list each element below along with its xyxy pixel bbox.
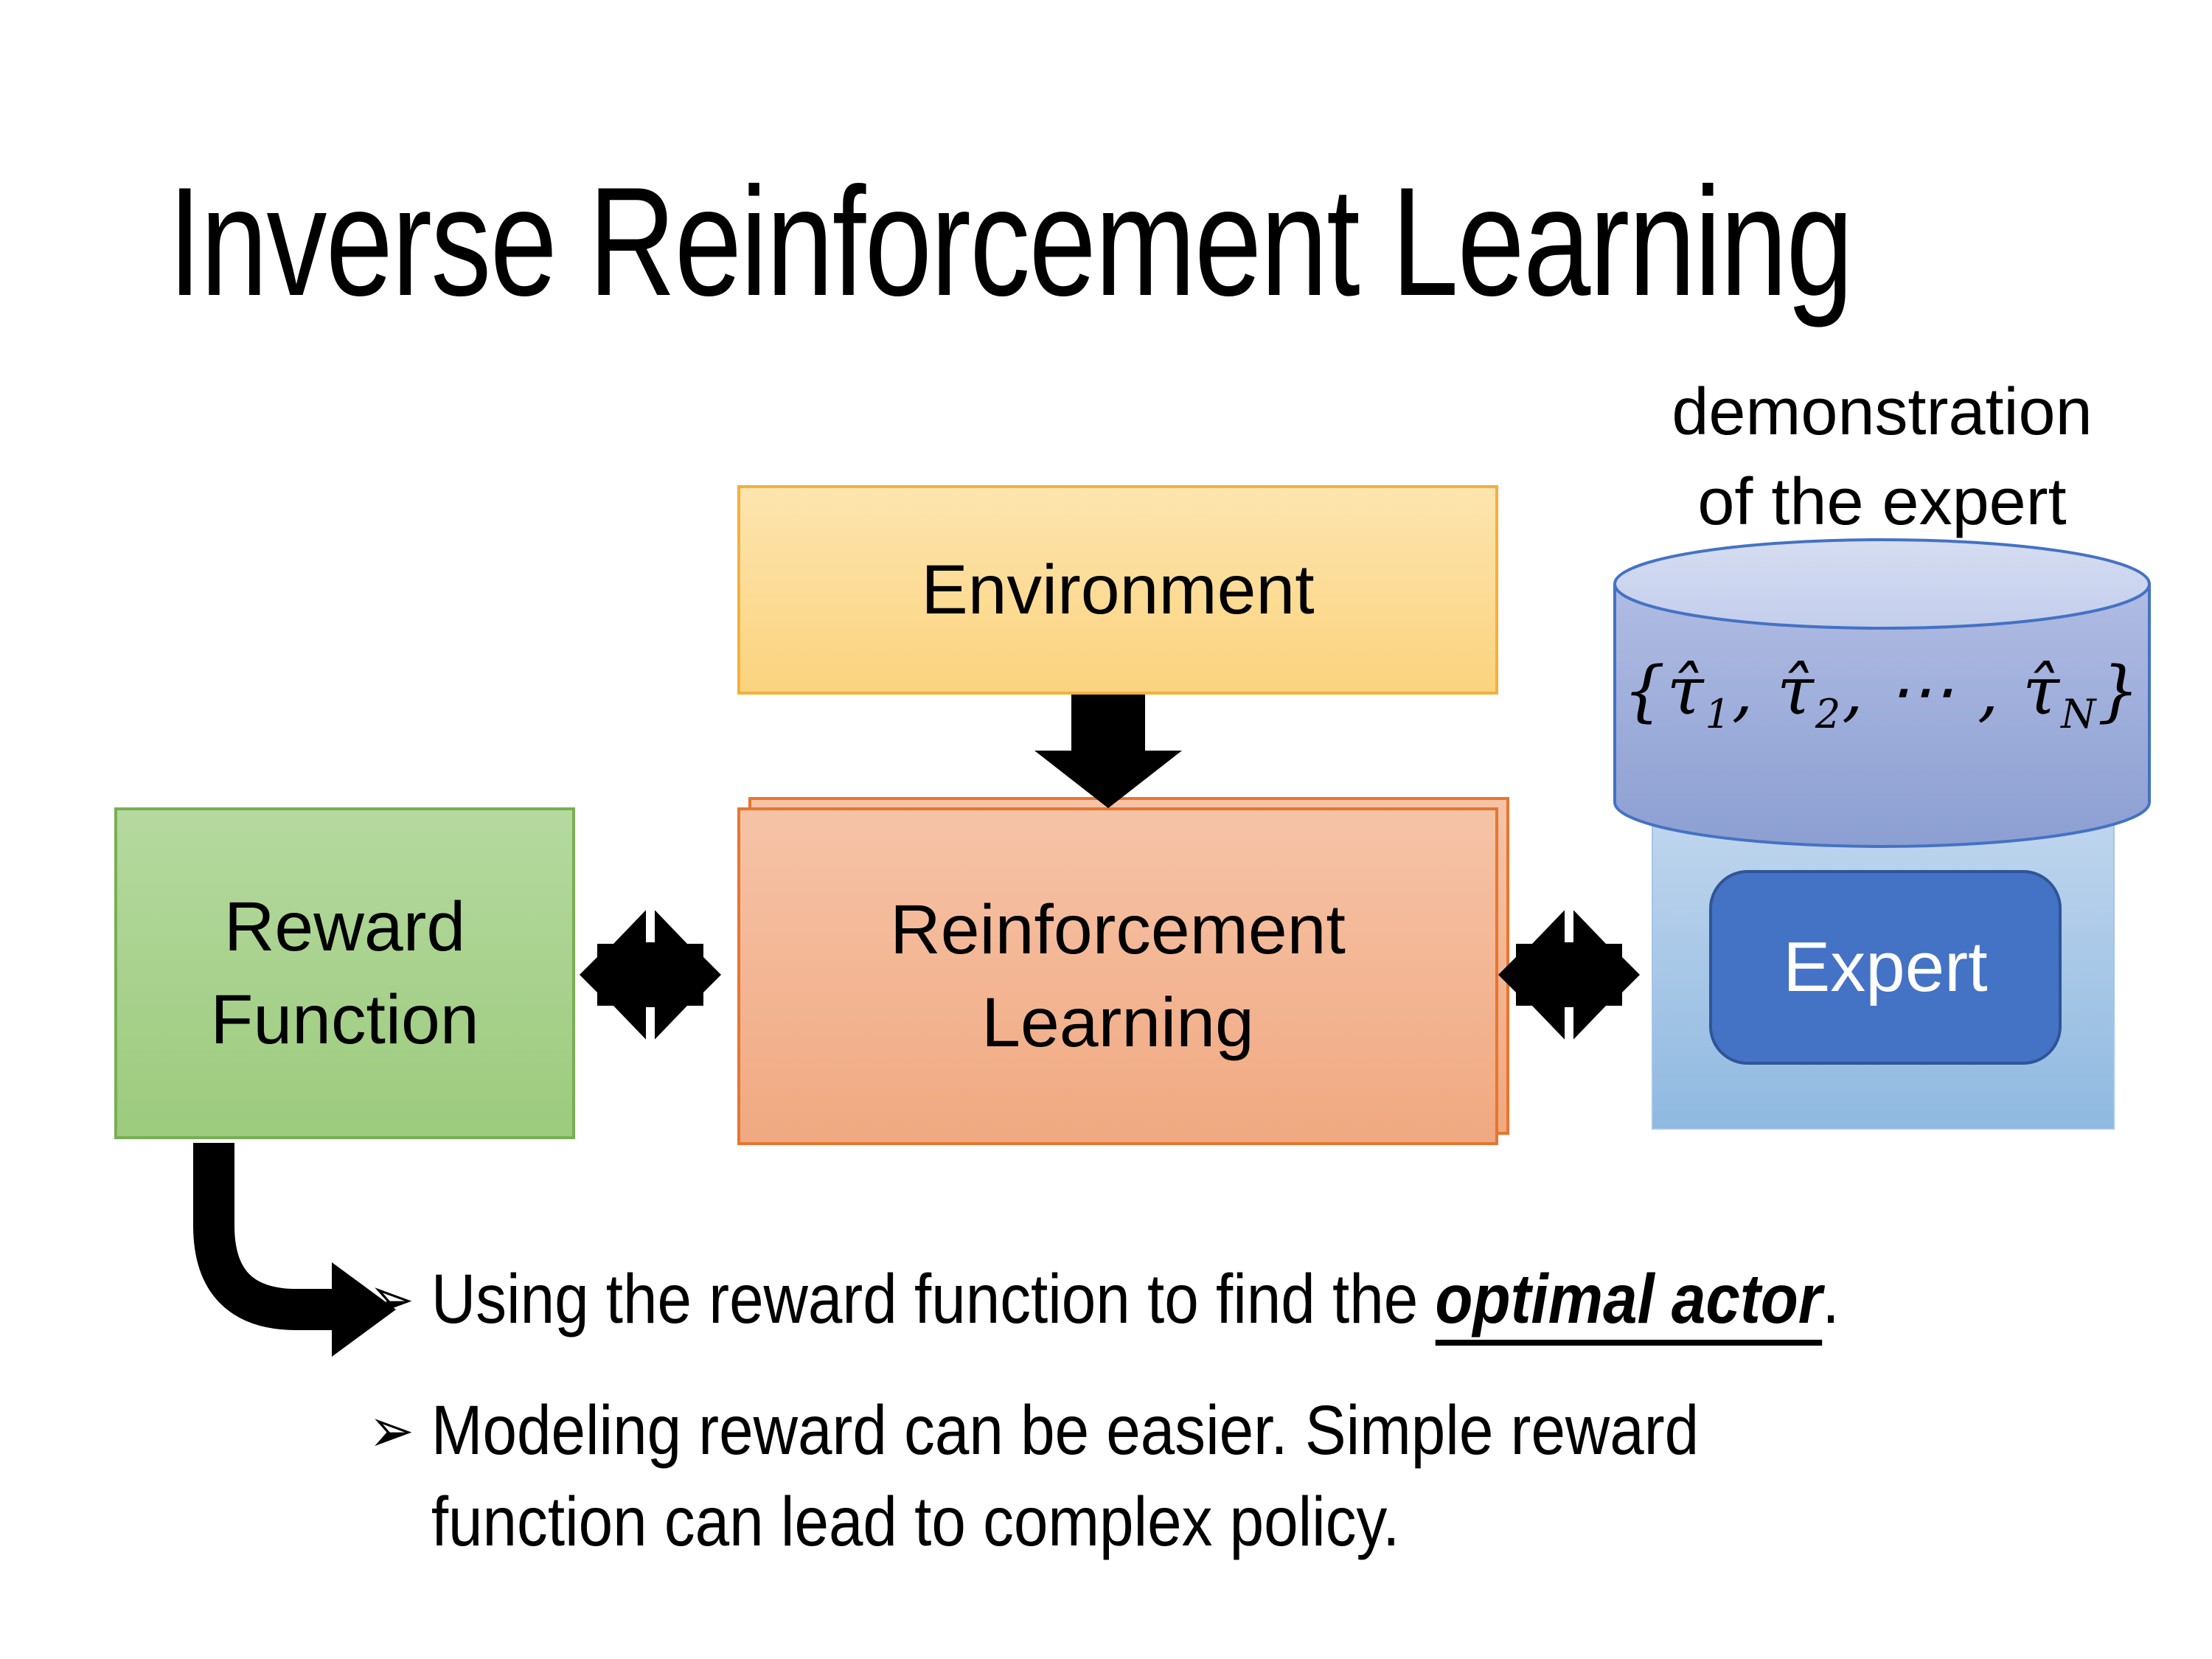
expert-box: Expert — [1709, 870, 2062, 1065]
formula-tauN: τ̂ — [2023, 653, 2062, 730]
elbow-arrow-stem — [193, 1143, 333, 1330]
formula-open-brace: { — [1623, 653, 1667, 730]
formula-sub1: 1 — [1705, 691, 1732, 737]
environment-label: Environment — [921, 551, 1315, 629]
bullet-optimal-actor-text: Using the reward function to find the op… — [431, 1253, 1840, 1346]
cylinder-top — [1613, 538, 2151, 630]
bullet-modeling-reward: ➢ Modeling reward can be easier. Simple … — [369, 1385, 1699, 1568]
reinforcement-learning-label-line1: Reinforcement — [890, 891, 1346, 969]
formula-subN: N — [2061, 691, 2098, 737]
double-arrow-right-icon — [1498, 902, 1640, 1047]
bullet-marker-icon: ➢ — [369, 1396, 414, 1465]
reinforcement-learning-label-line2: Learning — [981, 984, 1254, 1062]
bullet1-suffix: . — [1822, 1260, 1840, 1338]
expert-label: Expert — [1783, 928, 1988, 1006]
demonstration-label-line2: of the expert — [1697, 465, 2067, 539]
bullet2-line1: Modeling reward can be easier. Simple re… — [431, 1391, 1700, 1470]
bullet1-emphasis: optimal actor — [1435, 1260, 1823, 1346]
reinforcement-learning-box: Reinforcement Learning — [737, 807, 1498, 1145]
formula-tau2: τ̂ — [1777, 653, 1815, 730]
formula-sep1: , — [1731, 653, 1778, 730]
down-arrow-icon — [1034, 695, 1182, 808]
environment-box: Environment — [737, 485, 1498, 695]
formula-sub2: 2 — [1815, 691, 1843, 737]
bullet2-line2: function can lead to complex policy. — [431, 1483, 1400, 1561]
trajectory-set-formula: {τ̂1, τ̂2, ⋯ , τ̂N} — [1622, 653, 2142, 737]
bullet1-prefix: Using the reward function to find the — [431, 1260, 1436, 1338]
bullet-optimal-actor: ➢ Using the reward function to find the … — [369, 1253, 1840, 1346]
reward-function-box: Reward Function — [114, 807, 575, 1139]
formula-sep2: , ⋯ , — [1842, 653, 2023, 730]
formula-tau1: τ̂ — [1666, 653, 1705, 730]
demonstration-label: demonstration of the expert — [1618, 367, 2146, 547]
formula-close-brace: } — [2097, 653, 2141, 730]
bullet-modeling-reward-text: Modeling reward can be easier. Simple re… — [431, 1385, 1699, 1568]
page-title: Inverse Reinforcement Learning — [168, 155, 1854, 328]
reward-function-label-line1: Reward — [223, 888, 466, 966]
double-arrow-left-icon — [580, 902, 721, 1047]
demonstration-label-line1: demonstration — [1672, 375, 2093, 449]
bullet-marker-icon: ➢ — [369, 1265, 414, 1334]
reward-function-label-line2: Function — [210, 981, 479, 1059]
